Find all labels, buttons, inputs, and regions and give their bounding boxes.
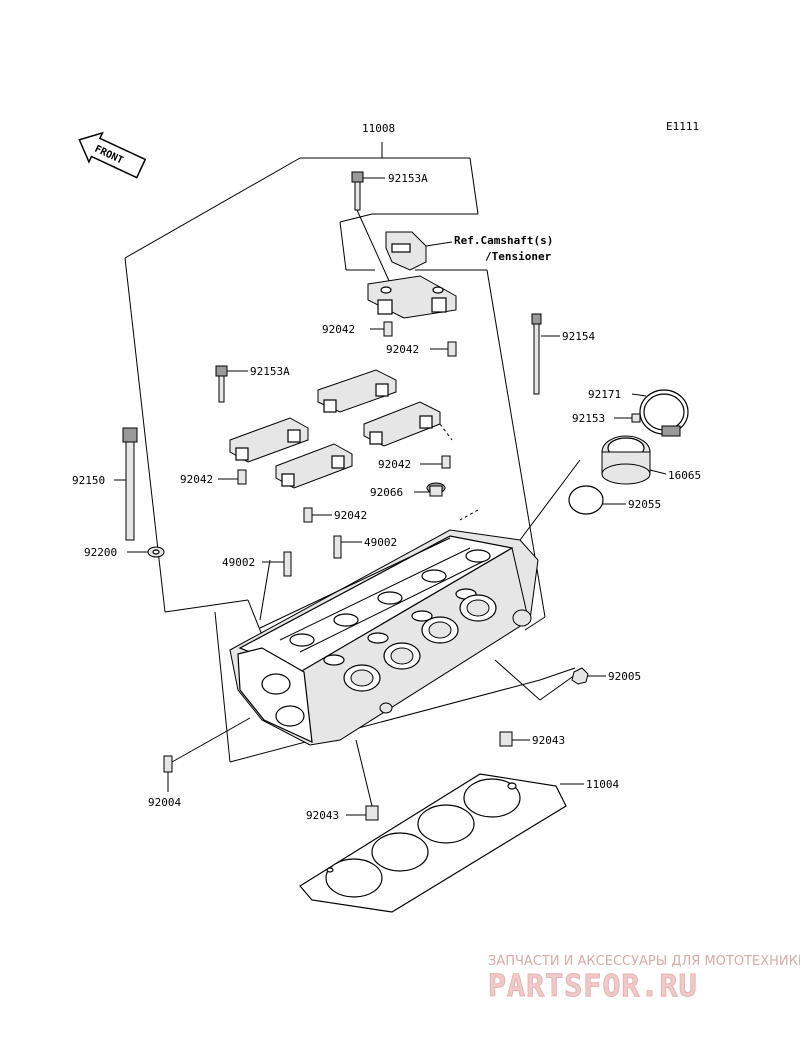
dowel-92042-c — [237, 469, 247, 485]
watermark: ЗАПЧАСТИ И АКСЕССУАРЫ ДЛЯ МОТОТЕХНИКИ PA… — [488, 954, 800, 1005]
dowel-92043-a — [499, 731, 530, 747]
label-16065: 16065 — [668, 469, 701, 482]
label-92042-d: 92042 — [378, 458, 411, 471]
watermark-tagline: ЗАПЧАСТИ И АКСЕССУАРЫ ДЛЯ МОТОТЕХНИКИ — [488, 954, 800, 969]
bolt-92150 — [114, 427, 138, 541]
label-49002-b: 49002 — [364, 536, 397, 549]
label-92042-b: 92042 — [386, 343, 419, 356]
stud-49002-a — [262, 551, 292, 577]
stud-49002-b — [333, 535, 362, 559]
dowel-92042-b — [447, 341, 457, 357]
stud-92004 — [163, 717, 251, 792]
ref-camshaft-line2: /Tensioner — [485, 250, 552, 263]
label-92066: 92066 — [370, 486, 403, 499]
label-92154: 92154 — [562, 330, 595, 343]
camshaft-cap-4 — [275, 443, 353, 489]
label-11004: 11004 — [586, 778, 619, 791]
label-92043-b: 92043 — [306, 809, 339, 822]
bolt-92154 — [531, 313, 560, 395]
intake-holder-16065 — [601, 435, 667, 485]
dowel-92043-b — [346, 739, 379, 821]
label-92004: 92004 — [148, 796, 181, 809]
dowel-92042-a — [383, 321, 393, 337]
plug-92066 — [414, 482, 446, 497]
assembly-bracket-11008 — [124, 142, 546, 661]
plug-92005 — [571, 667, 606, 685]
diagram-code: E1111 — [666, 120, 699, 133]
camshaft-cap-1 — [317, 369, 397, 413]
camshaft-reference-bracket: Ref.Camshaft(s) /Tensioner — [385, 231, 553, 271]
label-92171: 92171 — [588, 388, 621, 401]
label-92043-a: 92043 — [532, 734, 565, 747]
watermark-brand: PARTSFOR.RU — [488, 969, 698, 1004]
label-92153A-top: 92153A — [388, 172, 428, 185]
label-92055: 92055 — [628, 498, 661, 511]
head-gasket-11004 — [299, 773, 584, 913]
dowel-92042-d — [441, 455, 451, 469]
ref-camshaft-line1: Ref.Camshaft(s) — [454, 234, 553, 247]
label-92150: 92150 — [72, 474, 105, 487]
label-49002-a: 49002 — [222, 556, 255, 569]
bolt-92153A-top — [351, 171, 391, 284]
bolt-92153A-mid — [215, 365, 248, 403]
label-11008: 11008 — [362, 122, 395, 135]
label-92042-a: 92042 — [322, 323, 355, 336]
dowel-92042-e — [303, 507, 313, 523]
screw-92153 — [614, 413, 641, 423]
front-direction-arrow: FRONT — [78, 131, 147, 179]
label-92042-e: 92042 — [334, 509, 367, 522]
label-92200: 92200 — [84, 546, 117, 559]
camshaft-cap-3 — [229, 417, 309, 463]
label-92042-c: 92042 — [180, 473, 213, 486]
camshaft-cap-top — [367, 275, 457, 319]
lower-bracket — [214, 611, 576, 763]
label-92005: 92005 — [608, 670, 641, 683]
cylinder-head — [229, 529, 539, 746]
label-92153A-mid: 92153A — [250, 365, 290, 378]
cam-gallery — [259, 537, 487, 653]
camshaft-cap-2 — [363, 401, 441, 447]
washer-92200 — [127, 546, 165, 558]
clamp-92171 — [631, 389, 689, 437]
label-92153: 92153 — [572, 412, 605, 425]
o-ring-92055 — [568, 485, 626, 515]
